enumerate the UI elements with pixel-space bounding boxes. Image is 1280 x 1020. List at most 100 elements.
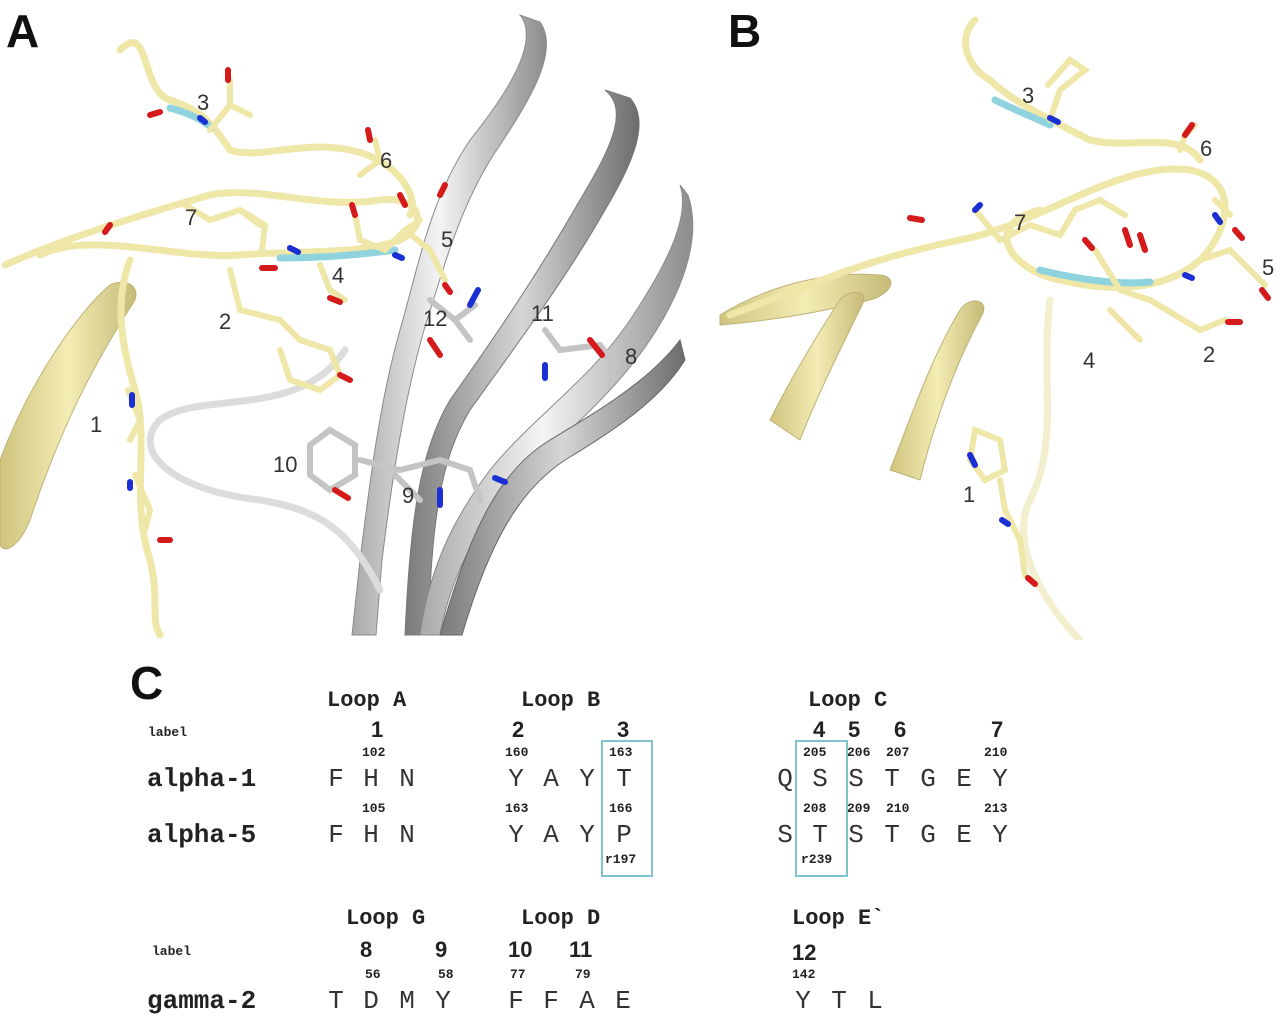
alpha5-num-209: 209	[847, 801, 871, 816]
panel-b-label-7: 7	[1014, 210, 1026, 235]
position-7: 7	[991, 717, 1004, 742]
alpha-cyan-segment-top	[166, 104, 216, 132]
b-cyan-segment-top	[991, 96, 1054, 129]
position-12: 12	[792, 940, 817, 965]
panel-a-label-2: 2	[219, 309, 231, 334]
panel-a-label-7: 7	[185, 205, 197, 230]
loop-header-e-prime: Loop E`	[792, 906, 885, 931]
alpha1-num-206: 206	[847, 745, 871, 760]
alpha5-residue: Y	[992, 820, 1008, 850]
alpha-loop-lower	[117, 256, 164, 639]
panel-a-label-5: 5	[441, 227, 453, 252]
panel-letter-c: C	[130, 657, 164, 709]
alpha1-residue: Q	[777, 764, 793, 794]
alpha1-residue: F	[328, 764, 344, 794]
b-loop-lower	[1020, 296, 1084, 640]
alpha5-residue: Y	[508, 820, 524, 850]
highlight-box-position-4	[795, 740, 848, 877]
alpha-sheet-a	[0, 281, 137, 550]
alpha1-residue: T	[884, 764, 900, 794]
panel-a-label-3: 3	[197, 90, 209, 115]
loop-header-b: Loop B	[521, 688, 601, 713]
panel-a-label-1: 1	[90, 412, 102, 437]
gamma2-residue: E	[615, 986, 631, 1016]
alpha5-residue: E	[956, 820, 972, 850]
gamma2-name: gamma-2	[147, 986, 257, 1016]
alpha5-residue: T	[812, 820, 828, 850]
panel-a-label-12: 12	[423, 306, 447, 331]
gamma2-residue: F	[543, 986, 559, 1016]
alpha1-residue: Y	[508, 764, 524, 794]
alpha1-residue: E	[956, 764, 972, 794]
gamma2-residue: Y	[435, 986, 451, 1016]
alpha5-name: alpha-5	[147, 820, 257, 850]
alpha1-num-207: 207	[886, 745, 910, 760]
panel-b-alpha-subunit	[719, 16, 1271, 640]
alpha1-residue: Y	[579, 764, 595, 794]
box-note-r197: r197	[605, 852, 637, 867]
position-3: 3	[617, 717, 630, 742]
panel-a-label-8: 8	[625, 344, 637, 369]
panel-a-label-10: 10	[273, 452, 297, 477]
alpha5-num-166: 166	[609, 801, 633, 816]
alpha5-residue: P	[616, 820, 632, 850]
gamma2-residue: Y	[795, 986, 811, 1016]
gamma2-num-142: 142	[792, 967, 816, 982]
alpha-loop-top	[116, 39, 416, 219]
alpha1-residue: S	[812, 764, 828, 794]
gamma-side-chains	[307, 297, 619, 503]
position-10: 10	[508, 937, 533, 962]
b-cyan-segment	[1036, 266, 1154, 287]
panel-a-gamma-subunit	[146, 13, 694, 636]
alpha5-residue: T	[884, 820, 900, 850]
panel-a-label-4: 4	[332, 263, 344, 288]
b-side-chains	[966, 56, 1268, 578]
gamma2-residue: A	[579, 986, 595, 1016]
gamma2-residue: T	[831, 986, 847, 1016]
loop-header-c: Loop C	[808, 688, 888, 713]
alpha1-residue: G	[920, 764, 936, 794]
panel-a-label-6: 6	[380, 148, 392, 173]
alpha5-residue: S	[777, 820, 793, 850]
alpha1-residue: Y	[992, 764, 1008, 794]
alpha5-num-213: 213	[984, 801, 1008, 816]
position-8: 8	[360, 937, 373, 962]
alpha5-residue: F	[328, 820, 344, 850]
b-sheet-3	[889, 300, 985, 481]
alpha1-residue: S	[848, 764, 864, 794]
alpha5-residue: Y	[579, 820, 595, 850]
alpha1-residue: T	[616, 764, 632, 794]
alpha1-residue: A	[543, 764, 559, 794]
position-11: 11	[569, 937, 593, 962]
loop-header-a: Loop A	[327, 688, 407, 713]
b-loop-top	[962, 16, 1204, 164]
alpha1-num-163: 163	[609, 745, 633, 760]
alpha5-num-163: 163	[505, 801, 529, 816]
b-sheet-2	[769, 291, 865, 441]
position-1: 1	[371, 717, 384, 742]
gamma-loop	[146, 346, 384, 594]
gamma2-residue: M	[399, 986, 415, 1016]
alpha1-name: alpha-1	[147, 764, 257, 794]
position-4: 4	[813, 717, 826, 742]
b-loop-main	[726, 165, 1229, 319]
b-sheet-1	[719, 273, 892, 326]
gamma2-num-79: 79	[575, 967, 591, 982]
position-9: 9	[435, 937, 448, 962]
alpha1-residue: N	[399, 764, 415, 794]
alpha5-residue: G	[920, 820, 936, 850]
panel-b-label-4: 4	[1083, 348, 1095, 373]
alpha5-residue: A	[543, 820, 559, 850]
gamma-strand-4	[439, 338, 686, 636]
alpha1-num-102: 102	[362, 745, 386, 760]
loop-header-g: Loop G	[346, 906, 426, 931]
alpha1-num-160: 160	[505, 745, 529, 760]
alpha5-residue: N	[399, 820, 415, 850]
panel-b-label-2: 2	[1203, 342, 1215, 367]
alpha5-residue: S	[848, 820, 864, 850]
row-label-position-2: label	[152, 944, 192, 959]
panel-a-label-11: 11	[531, 301, 554, 326]
loop-header-d: Loop D	[521, 906, 601, 931]
